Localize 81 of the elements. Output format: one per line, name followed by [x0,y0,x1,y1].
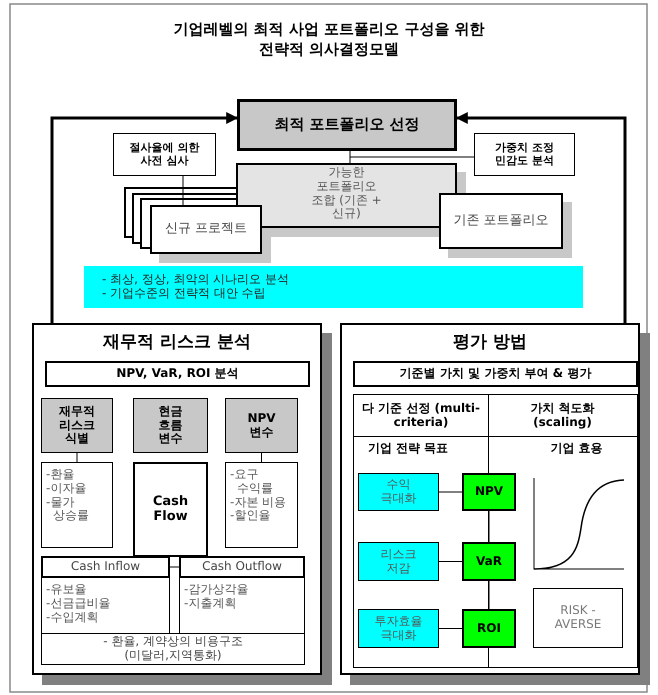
variable-list-box [41,462,113,548]
section-panel [32,323,322,675]
cell-heading: 기업 효용 [550,442,603,456]
box-text: 리스크 저감 [380,548,418,576]
arrow [456,112,626,323]
list-item: -감가상각율 [184,583,250,597]
box-text: Cash Inflow [70,560,140,574]
category-text: 현금 흐름 변수 [158,404,184,446]
bar-text: NPV, VaR, ROI 분석 [116,367,239,381]
list-item: -수입계획 [46,610,100,624]
analysis-bar [45,361,310,387]
connector-line [170,566,180,568]
connector-line [488,580,490,610]
box-text: 가능한 포트폴리오 조합 (기존 + 신규) [310,166,383,222]
connector-line [350,150,474,158]
metric-box [462,542,516,581]
list-item: -환율 [46,468,76,482]
list-item: -유보율 [46,583,88,597]
box-text: 투자효율 극대화 [374,614,424,642]
portfolio-box [439,193,563,249]
bar-text: 기준별 가치 및 가중치 부여 & 평가 [400,367,592,381]
box-text: 신규 프로젝트 [164,222,248,237]
connector-line [438,628,462,629]
connector-line [438,561,462,562]
metric-box [462,473,516,511]
bullet-text: - 최상, 정상, 최악의 시나리오 분석 [102,273,290,287]
header-text: 가치 척도화 (scaling) [529,402,596,430]
category-box [225,398,298,453]
list-item: -요구 수익률 [230,468,274,496]
note-box [41,633,305,665]
connector-line [261,452,262,462]
connector-line [182,176,184,206]
note-text: 가중치 조정 민감도 분석 [494,142,555,168]
panel-title: 평가 방법 [453,333,527,353]
category-text: NPV 변수 [246,412,277,440]
cell-heading: 기업 전략 목표 [368,442,448,456]
box-text: Cash Outflow [202,560,282,574]
box-text: VaR [476,554,502,568]
objective-box [358,609,439,648]
list-item: -이자율 [46,482,88,496]
portfolio-box [150,205,262,254]
metric-box [462,609,516,648]
section-panel [340,323,640,675]
cash-flow-box [133,462,208,557]
cash-box [41,556,170,578]
box-text: Cash Flow [152,494,190,524]
list-item: -자본 비용 [230,496,286,510]
variable-list-box [41,577,170,634]
objective-box [358,473,439,511]
header-text: 다 기준 선정 (multi-criteria) [360,402,481,430]
note-text: 절사율에 의한 사전 심사 [128,142,200,168]
note-box [113,133,216,176]
list-item: -선금급비율 [46,596,112,611]
list-item: -물가 상승률 [46,496,90,524]
objective-box [358,542,439,581]
box-text: 수익 극대화 [380,478,418,506]
analysis-bar [353,361,638,387]
category-box [41,398,113,453]
box-title: 최적 포트폴리오 선정 [274,116,420,134]
risk-profile-box [533,588,623,648]
list-item: -지출계획 [184,596,238,611]
variable-list-box [179,577,305,634]
connector-line [488,510,490,542]
box-text: RISK - AVERSE [554,604,602,632]
cash-box [179,556,305,578]
variable-list-box [225,462,298,548]
list-item: -할인율 [230,509,272,524]
selection-box [237,99,457,151]
category-box [133,398,208,453]
note-box [474,133,575,176]
box-text: ROI [477,622,501,636]
panel-title: 재무적 리스크 분석 [103,333,251,353]
connector-line [76,452,78,462]
diagram-title: 기업레벨의 최적 사업 포트폴리오 구성을 위한 전략적 의사결정모델 [172,20,486,59]
scenario-band [84,266,583,308]
box-text: 기존 포트폴리오 [453,214,549,228]
bullet-text: - 기업수준의 전략적 대안 수립 [102,287,266,301]
box-text: NPV [474,485,504,499]
arrow [50,112,238,323]
note-text: - 환율, 계약상의 비용구조 (미달러,지역통화) [102,635,244,663]
category-text: 재무적 리스크 식별 [58,404,96,446]
